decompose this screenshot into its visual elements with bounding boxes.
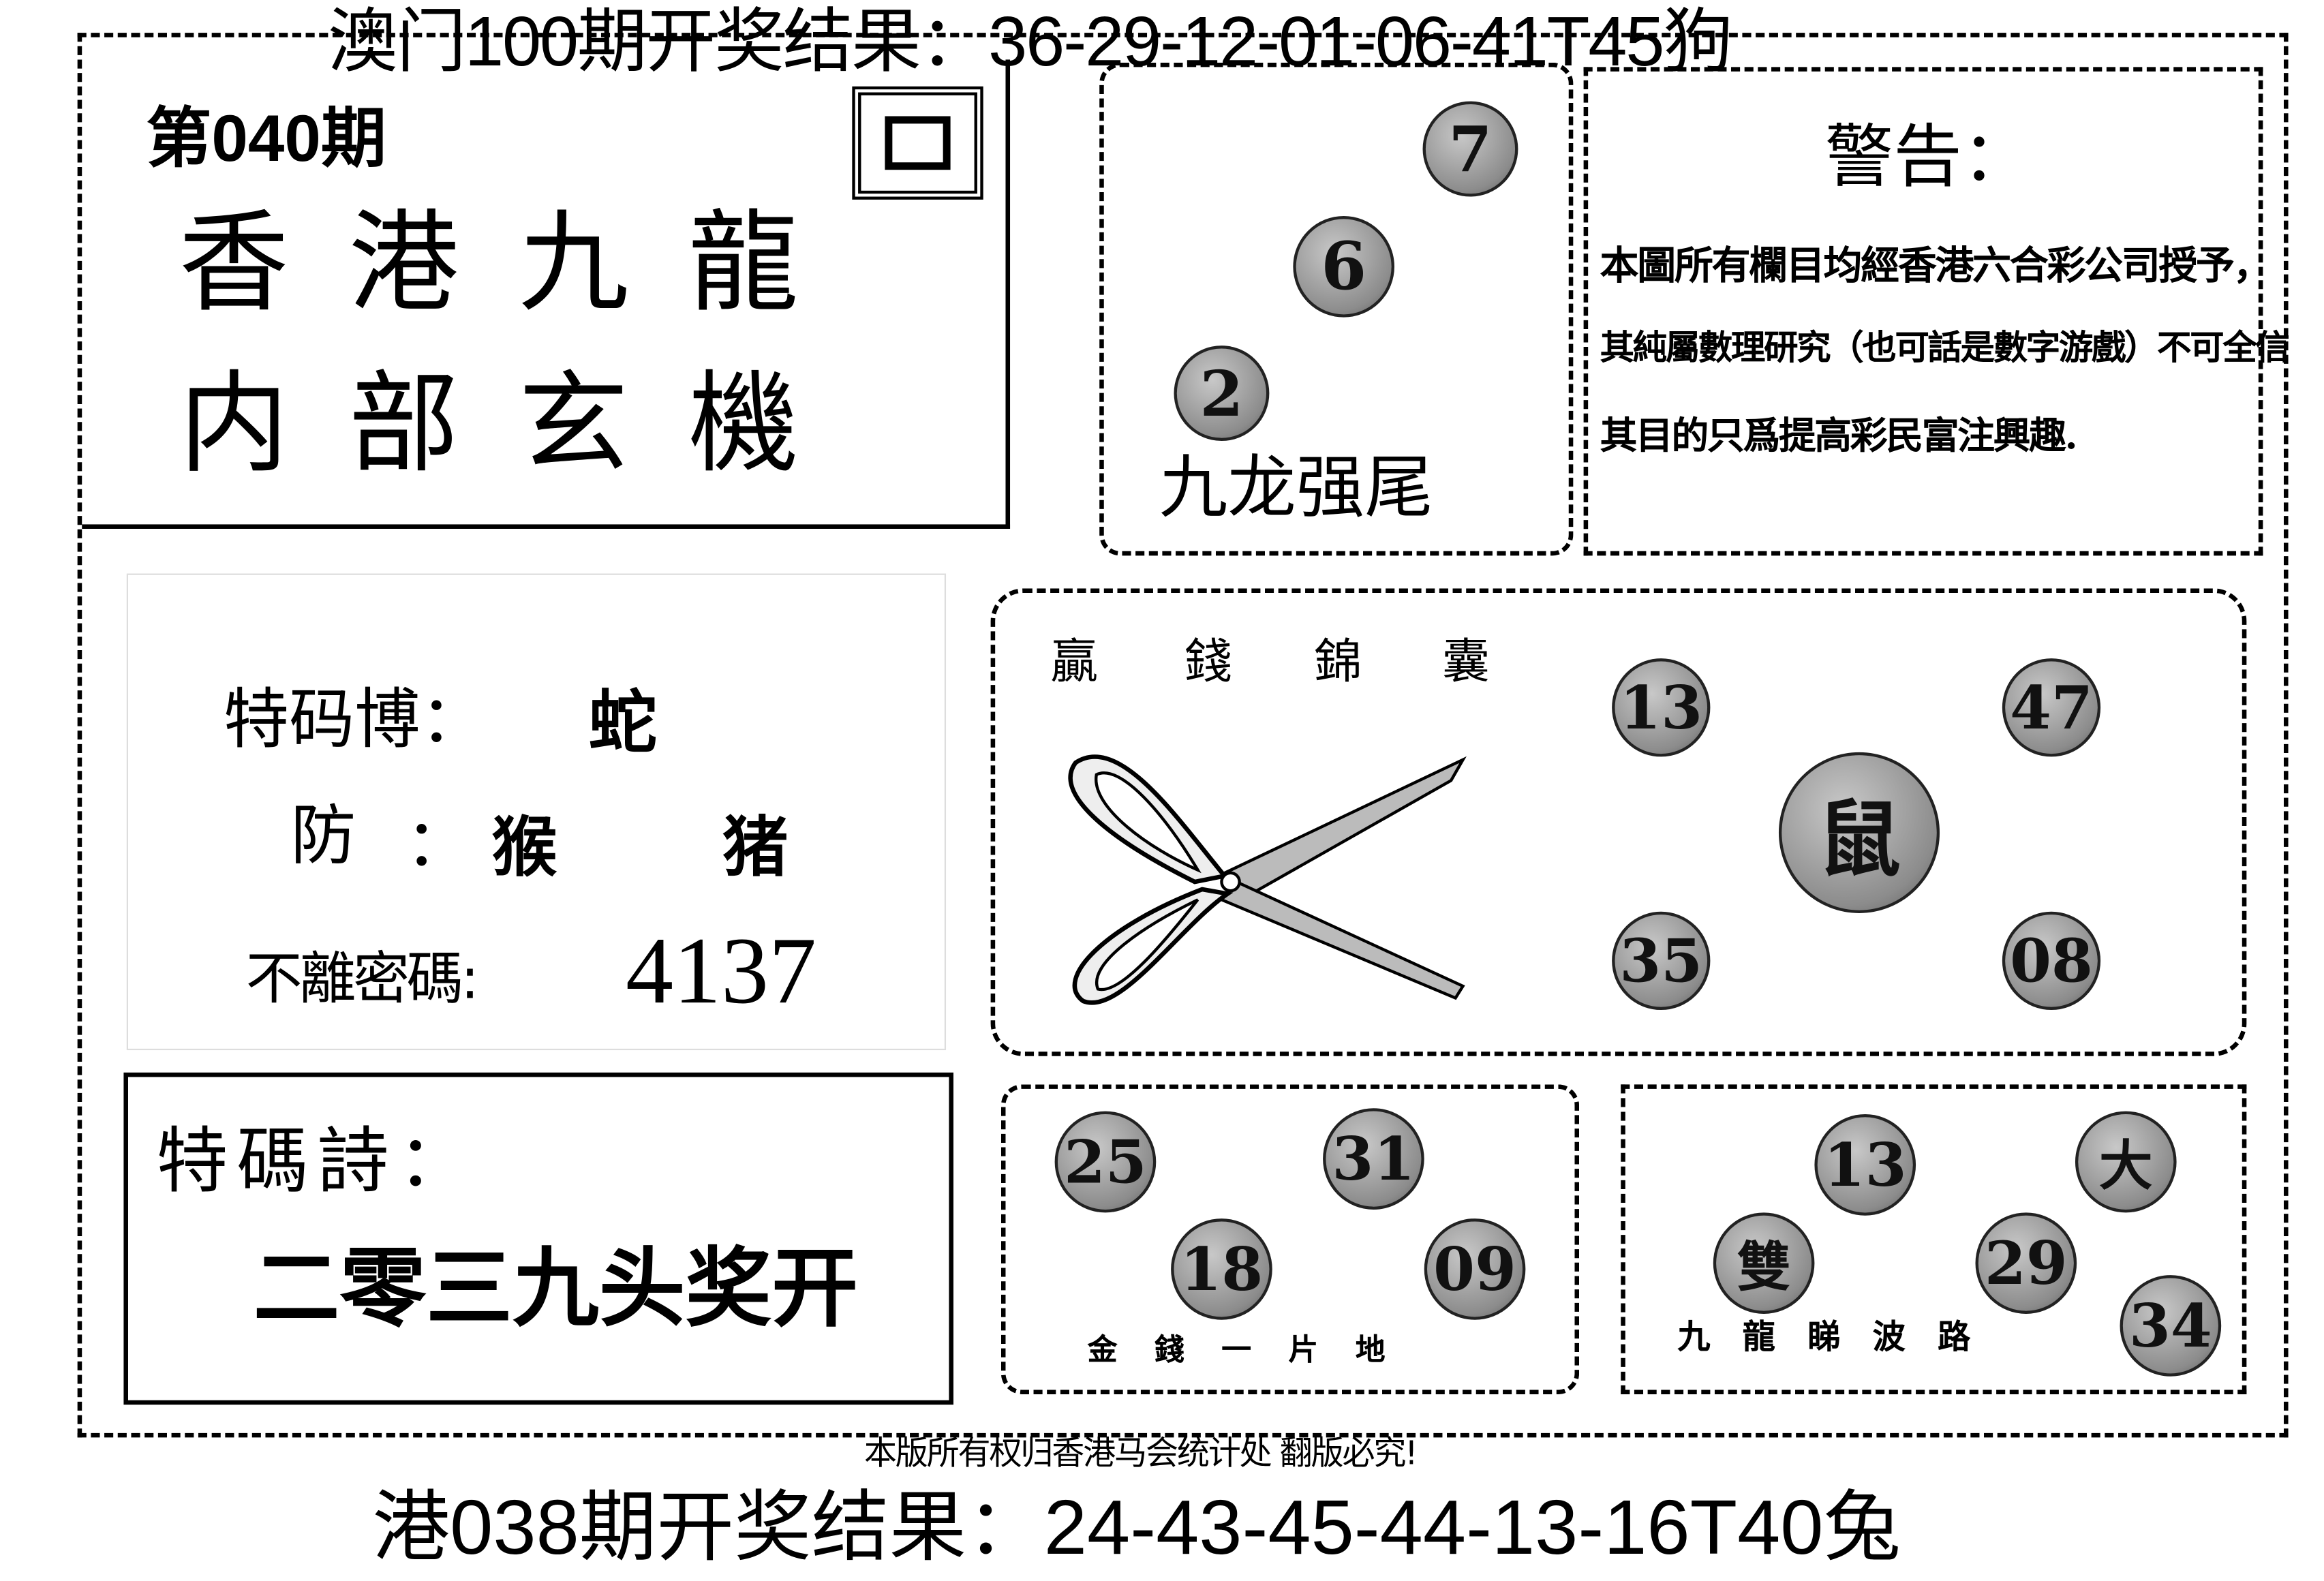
guard-colon: ： (405, 805, 471, 882)
code-label: 不離密碼: (245, 946, 480, 1012)
warning-line: 本圖所有欄目均經香港六合彩公司授予， (1600, 244, 2272, 290)
tail-ball: 6 (1293, 215, 1395, 318)
money-ball: 25 (1054, 1111, 1157, 1213)
wave-ball: 大 (2075, 1111, 2177, 1213)
tail-ball: 2 (1174, 346, 1270, 442)
guard-value: 猴 (491, 810, 557, 887)
warning-line: 其目的只爲提高彩民富注興趣. (1600, 414, 2078, 458)
guard-label: 防 (290, 798, 356, 875)
bag-ball: 47 (2002, 658, 2101, 757)
bag-ball: 35 (1612, 911, 1711, 1011)
bag-ball: 08 (2002, 911, 2101, 1011)
wave-ball: 34 (2120, 1275, 2222, 1377)
copyright: 本版所有权归香港马会统计处 翻版必究! (863, 1436, 1418, 1473)
special-box (126, 573, 947, 1051)
poem-box (123, 1072, 953, 1405)
bet-value: 蛇 (588, 682, 657, 763)
bag-title-char: 錦 (1313, 633, 1362, 690)
issue-label: 第040期 (146, 102, 387, 176)
money-caption: 金 錢 一 片 地 (1087, 1332, 1386, 1368)
tail-ball: 7 (1422, 101, 1518, 197)
hk-result: 港038期开奖结果：24-43-45-44-13-16T40兔 (372, 1485, 1901, 1572)
code-value: 4137 (626, 917, 816, 1024)
wave-ball: 29 (1975, 1212, 2077, 1314)
guard-value: 猪 (722, 810, 789, 887)
tail-caption: 九龙强尾 (1159, 446, 1433, 527)
money-ball: 18 (1171, 1218, 1272, 1320)
bag-title-char: 錢 (1184, 633, 1232, 690)
bag-title-char: 贏 (1050, 633, 1099, 690)
warning-box (1583, 67, 2263, 556)
wave-ball: 雙 (1713, 1212, 1815, 1314)
wave-caption: 九 龍 睇 波 路 (1677, 1319, 1971, 1357)
bag-box (990, 588, 2247, 1056)
wave-box (1621, 1084, 2247, 1395)
money-box (1000, 1084, 1580, 1395)
tail-box (1099, 62, 1574, 556)
bet-label: 特码博： (223, 682, 486, 758)
poem-label: 特碼詩： (156, 1120, 478, 1204)
bag-ball-zodiac: 鼠 (1778, 752, 1940, 913)
wave-ball: 13 (1814, 1114, 1916, 1216)
logo-icon (852, 86, 983, 200)
warning-title: 警告： (1824, 116, 2031, 197)
poem-text: 二零三九头奖开 (253, 1238, 859, 1340)
title-box (82, 59, 1011, 529)
bag-ball: 13 (1612, 658, 1711, 757)
bag-title-char: 囊 (1441, 633, 1490, 690)
money-ball: 31 (1323, 1108, 1424, 1210)
outer-border (77, 33, 2289, 1438)
money-ball: 09 (1424, 1218, 1526, 1320)
scissors-icon (1068, 754, 1467, 1005)
title-line1: 香港九龍 (179, 199, 859, 328)
warning-line: 其純屬數理研究（也可話是數字游戲）不可全信 (1600, 327, 2290, 368)
title-line2: 内部玄機 (179, 360, 859, 489)
